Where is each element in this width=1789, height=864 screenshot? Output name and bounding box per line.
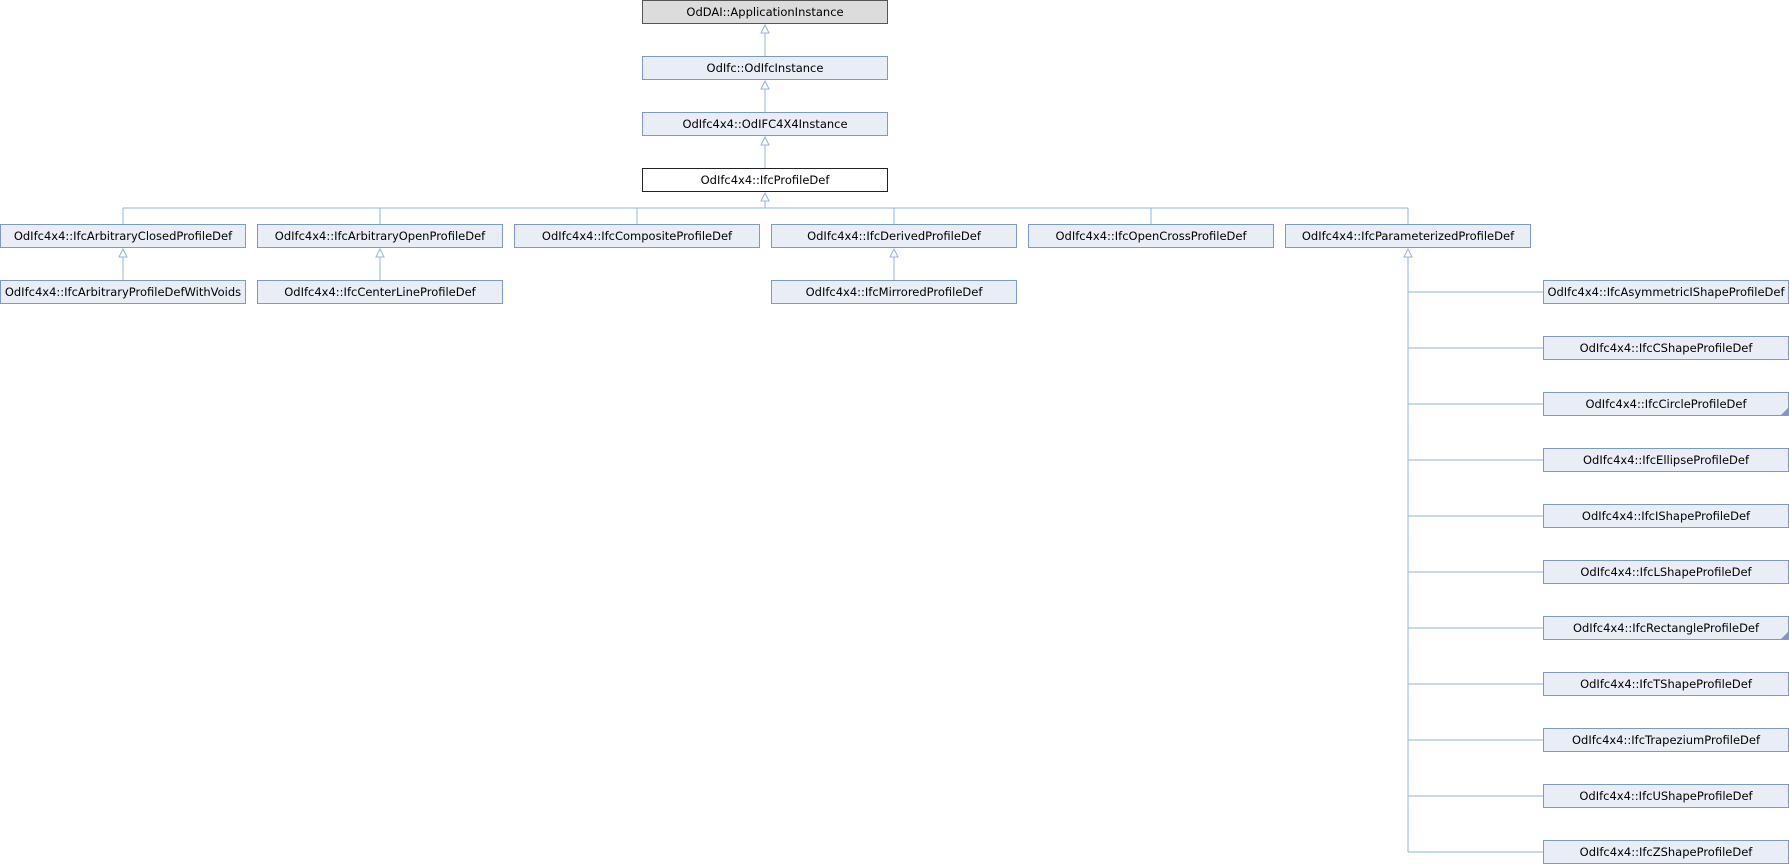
class-node-ifc-arbitrary-profile-def-with-voids[interactable]: OdIfc4x4::IfcArbitraryProfileDefWithVoid…: [0, 280, 246, 304]
class-node-ifc-parameterized-profile-def[interactable]: OdIfc4x4::IfcParameterizedProfileDef: [1285, 224, 1531, 248]
inheritance-arrowhead: [1403, 247, 1413, 258]
class-node-ifc-trapezium-profile-def[interactable]: OdIfc4x4::IfcTrapeziumProfileDef: [1543, 728, 1789, 752]
inheritance-arrowhead: [118, 247, 128, 258]
class-node-ifc-composite-profile-def[interactable]: OdIfc4x4::IfcCompositeProfileDef: [514, 224, 760, 248]
class-node-application-instance: OdDAI::ApplicationInstance: [642, 0, 888, 24]
class-node-ifc-circle-profile-def[interactable]: OdIfc4x4::IfcCircleProfileDef: [1543, 392, 1789, 416]
class-node-ifc-arbitrary-closed-profile-def[interactable]: OdIfc4x4::IfcArbitraryClosedProfileDef: [0, 224, 246, 248]
class-node-ifc-center-line-profile-def[interactable]: OdIfc4x4::IfcCenterLineProfileDef: [257, 280, 503, 304]
class-node-ifc-lshape-profile-def[interactable]: OdIfc4x4::IfcLShapeProfileDef: [1543, 560, 1789, 584]
class-node-ifc-open-cross-profile-def[interactable]: OdIfc4x4::IfcOpenCrossProfileDef: [1028, 224, 1274, 248]
class-node-ifc-mirrored-profile-def[interactable]: OdIfc4x4::IfcMirroredProfileDef: [771, 280, 1017, 304]
class-node-ifc-tshape-profile-def[interactable]: OdIfc4x4::IfcTShapeProfileDef: [1543, 672, 1789, 696]
inheritance-arrowhead: [760, 135, 770, 146]
class-node-ifc-zshape-profile-def[interactable]: OdIfc4x4::IfcZShapeProfileDef: [1543, 840, 1789, 864]
inheritance-arrowhead: [760, 79, 770, 90]
class-node-ifc-arbitrary-open-profile-def[interactable]: OdIfc4x4::IfcArbitraryOpenProfileDef: [257, 224, 503, 248]
class-node-ifc-cshape-profile-def[interactable]: OdIfc4x4::IfcCShapeProfileDef: [1543, 336, 1789, 360]
inheritance-arrowhead: [760, 23, 770, 34]
inheritance-arrowhead: [760, 191, 770, 202]
class-node-ifc-asymmetric-ishape-profile-def[interactable]: OdIfc4x4::IfcAsymmetricIShapeProfileDef: [1543, 280, 1789, 304]
class-node-ifc-ishape-profile-def[interactable]: OdIfc4x4::IfcIShapeProfileDef: [1543, 504, 1789, 528]
inheritance-arrowhead: [889, 247, 899, 258]
inheritance-arrowhead: [375, 247, 385, 258]
class-node-ifc-profile-def: OdIfc4x4::IfcProfileDef: [642, 168, 888, 192]
class-node-ifc-ellipse-profile-def[interactable]: OdIfc4x4::IfcEllipseProfileDef: [1543, 448, 1789, 472]
class-node-od-ifc-instance[interactable]: OdIfc::OdIfcInstance: [642, 56, 888, 80]
class-node-ifc-ushape-profile-def[interactable]: OdIfc4x4::IfcUShapeProfileDef: [1543, 784, 1789, 808]
class-node-ifc-derived-profile-def[interactable]: OdIfc4x4::IfcDerivedProfileDef: [771, 224, 1017, 248]
class-node-od-ifc4-x4-instance[interactable]: OdIfc4x4::OdIFC4X4Instance: [642, 112, 888, 136]
class-node-ifc-rectangle-profile-def[interactable]: OdIfc4x4::IfcRectangleProfileDef: [1543, 616, 1789, 640]
